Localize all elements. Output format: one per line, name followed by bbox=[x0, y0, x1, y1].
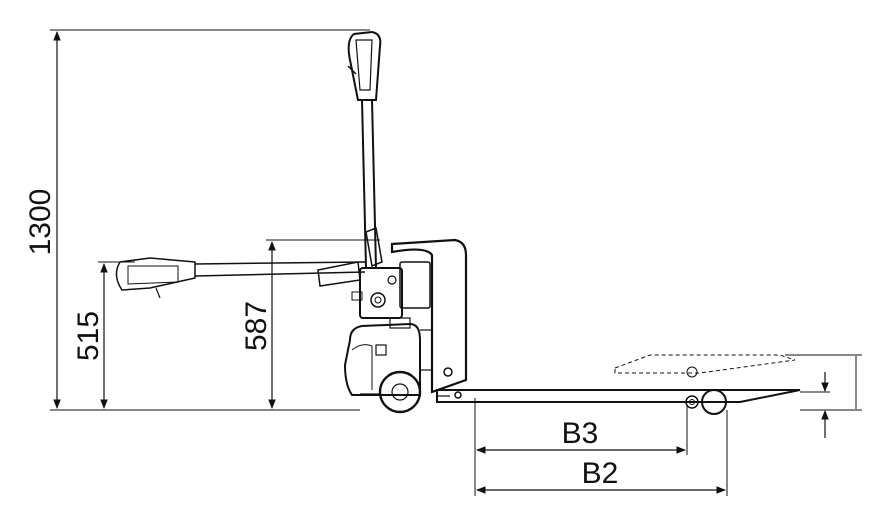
dimension-b3: B3 bbox=[474, 398, 688, 496]
raised-fork-outline bbox=[614, 354, 796, 378]
drive-wheel bbox=[360, 370, 422, 414]
dimension-tiller-low-height: 515 bbox=[72, 261, 135, 409]
motor-block bbox=[351, 261, 431, 319]
dim-label-1300: 1300 bbox=[24, 189, 57, 256]
dim-label-b3: B3 bbox=[562, 417, 599, 450]
dimension-b2: B2 bbox=[476, 410, 728, 496]
drive-unit bbox=[343, 317, 421, 396]
chassis-body bbox=[390, 238, 468, 394]
fork bbox=[436, 389, 801, 403]
dim-label-b2: B2 bbox=[582, 457, 619, 490]
load-rollers bbox=[685, 389, 727, 415]
dim-label-587: 587 bbox=[240, 301, 273, 351]
drive-frame-lines bbox=[420, 329, 432, 371]
tiller-lowered bbox=[115, 257, 366, 299]
tiller-upright bbox=[347, 30, 383, 269]
dimension-fork-heights bbox=[785, 354, 862, 438]
dim-label-515: 515 bbox=[72, 311, 105, 361]
dimension-total-height: 1300 bbox=[24, 29, 370, 411]
dimension-chassis-height: 587 bbox=[240, 239, 380, 409]
